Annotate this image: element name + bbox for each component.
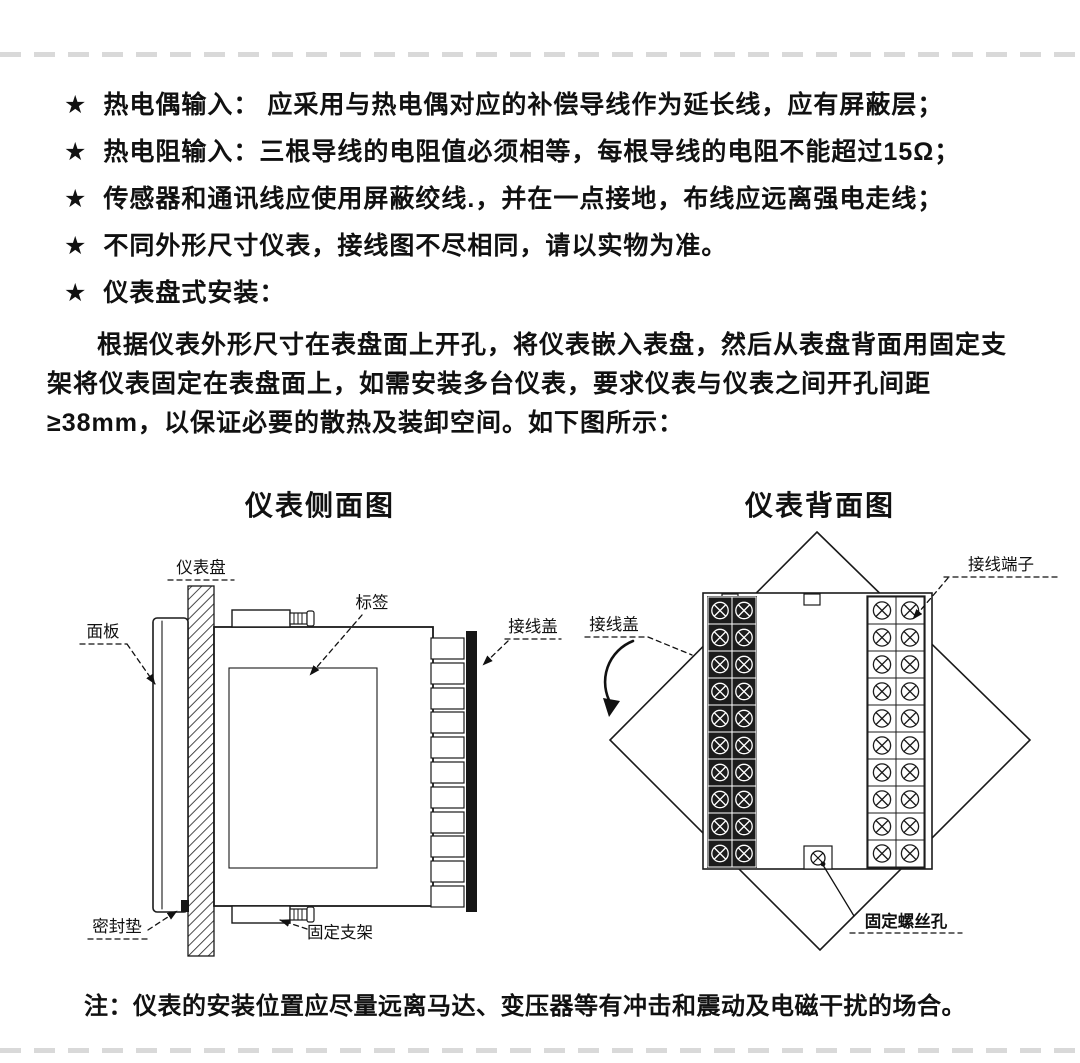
- rotate-arrow: [603, 639, 635, 706]
- side-view-labels: 仪表盘 面板 标签 接线盖 密封垫 固定支架: [79, 558, 562, 942]
- list-item: ★ 仪表盘式安装：: [64, 278, 1040, 308]
- star-bullet-icon: ★: [64, 185, 88, 213]
- star-bullet-icon: ★: [64, 279, 88, 307]
- terminal-cover-bar: [466, 631, 477, 912]
- front-bezel: [152, 617, 189, 913]
- notes-list: ★ 热电偶输入： 应采用与热电偶对应的补偿导线作为延长线，应有屏蔽层； ★ 热电…: [0, 0, 1080, 308]
- label-area: [228, 667, 378, 869]
- fixing-screw-hole: [803, 845, 833, 870]
- rotate-arrowhead: [603, 698, 620, 717]
- installation-diagrams: 仪表盘 面板 标签 接线盖 密封垫 固定支架: [79, 530, 1059, 957]
- rear-terminal-ladder: [430, 637, 465, 908]
- side-view-title: 仪表侧面图: [244, 491, 395, 522]
- list-item: ★ 热电阻输入：三根导线的电阻值必须相等，每根导线的电阻不能超过15Ω；: [64, 137, 1040, 167]
- left-terminal-strip: [707, 596, 757, 868]
- bracket-label: 固定支架: [307, 923, 373, 942]
- bullet-text: 仪表盘式安装：: [103, 279, 286, 307]
- mounting-panel-section: [187, 585, 215, 957]
- front-panel-label: 面板: [87, 622, 120, 641]
- bottom-note: 注：仪表的安装位置应尽量远离马达、变压器等有冲击和震动及电磁干扰的场合。: [84, 993, 966, 1020]
- list-item: ★ 热电偶输入： 应采用与热电偶对应的补偿导线作为延长线，应有屏蔽层；: [64, 90, 1040, 120]
- back-view-title: 仪表背面图: [744, 491, 895, 522]
- back-view-labels: 接线盖 接线端子 固定螺丝孔: [584, 555, 1059, 934]
- list-item: ★ 传感器和通讯线应使用屏蔽绞线.，并在一点接地，布线应远离强电走线；: [64, 184, 1040, 214]
- back-terminal-cover-label: 接线盖: [589, 615, 639, 634]
- terminals-label: 接线端子: [968, 555, 1034, 574]
- mounting-clip: [803, 593, 821, 606]
- page-tear-bottom: [0, 1048, 1080, 1053]
- seal-label: 密封垫: [92, 917, 142, 936]
- bullet-text: 不同外形尺寸仪表，接线图不尽相同，请以实物为准。: [103, 232, 728, 260]
- back-view-diagram: 接线盖 接线端子 固定螺丝孔: [584, 530, 1059, 952]
- top-fixing-bracket: [231, 609, 315, 628]
- tag-label: 标签: [356, 593, 389, 612]
- page-tear-top: [0, 52, 1080, 57]
- star-bullet-icon: ★: [64, 232, 88, 260]
- star-bullet-icon: ★: [64, 91, 88, 119]
- bottom-fixing-bracket: [231, 905, 315, 924]
- bullet-text: 传感器和通讯线应使用屏蔽绞线.，并在一点接地，布线应远离强电走线；: [103, 185, 944, 213]
- side-view-diagram: 仪表盘 面板 标签 接线盖 密封垫 固定支架: [79, 558, 562, 957]
- list-item: ★ 不同外形尺寸仪表，接线图不尽相同，请以实物为准。: [64, 231, 1040, 261]
- panel-label: 仪表盘: [176, 558, 226, 577]
- bullet-text: 热电阻输入：三根导线的电阻值必须相等，每根导线的电阻不能超过15Ω；: [103, 138, 961, 166]
- seal-gasket: [181, 900, 189, 912]
- screw-hole-label: 固定螺丝孔: [865, 911, 948, 931]
- terminal-cover-label: 接线盖: [508, 617, 558, 636]
- star-bullet-icon: ★: [64, 138, 88, 166]
- right-terminal-strip: [866, 595, 926, 869]
- installation-paragraph: 根据仪表外形尺寸在表盘面上开孔，将仪表嵌入表盘，然后从表盘背面用固定支架将仪表固…: [47, 331, 1008, 437]
- bullet-text: 热电偶输入： 应采用与热电偶对应的补偿导线作为延长线，应有屏蔽层；: [103, 91, 944, 119]
